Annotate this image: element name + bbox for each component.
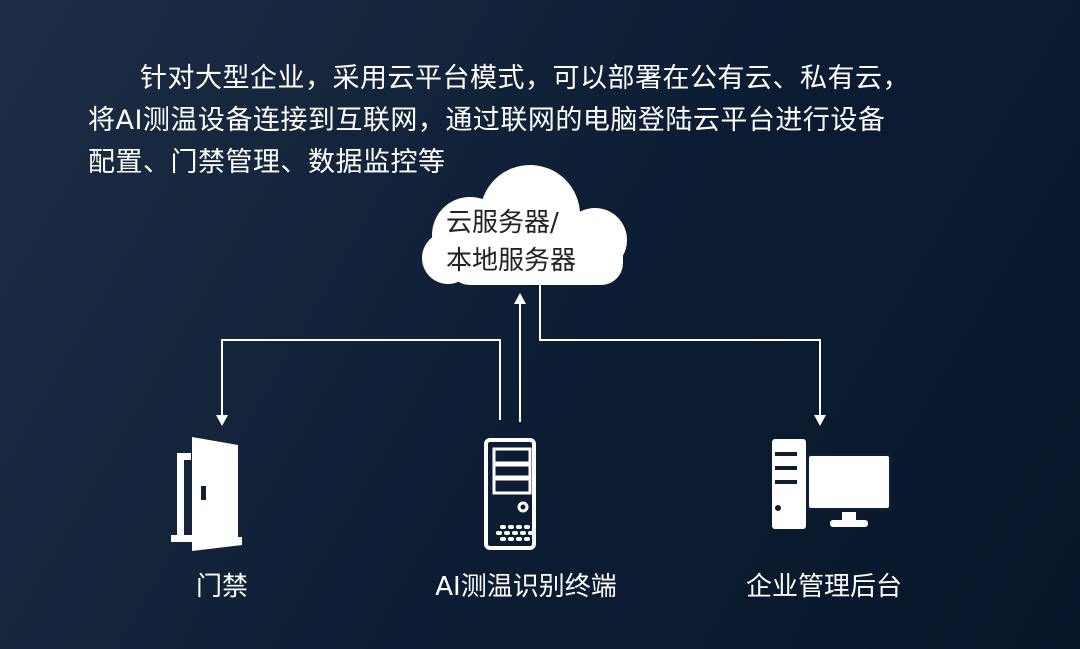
intro-text: 针对大型企业，采用云平台模式，可以部署在公有云、私有云， 将AI测温设备连接到互…: [88, 58, 988, 184]
admin-label: 企业管理后台: [745, 572, 903, 602]
arrow-down-icon: [814, 415, 826, 426]
arrow-up-icon: [514, 293, 526, 304]
arrow-down-icon: [216, 415, 228, 426]
intro-line: 针对大型企业，采用云平台模式，可以部署在公有云、私有云，: [140, 63, 910, 94]
connector-lines: [221, 285, 821, 422]
cloud-label-line1: 云服务器/: [446, 208, 559, 238]
intro-line: 将AI测温设备连接到互联网，通过联网的电脑登陆云平台进行设备: [88, 105, 886, 136]
cloud-icon: [422, 165, 627, 285]
door-icon: [171, 437, 242, 551]
door-label: 门禁: [195, 572, 249, 602]
cloud-label-line2: 本地服务器: [446, 246, 577, 276]
cloud-server-label: 云服务器/ 本地服务器: [446, 204, 576, 280]
terminal-label: AI测温识别终端: [435, 572, 617, 602]
intro-line: 配置、门禁管理、数据监控等: [88, 147, 446, 178]
terminal-icon: [484, 438, 536, 550]
arrow-heads: [216, 293, 826, 426]
computer-icon: [772, 439, 892, 529]
